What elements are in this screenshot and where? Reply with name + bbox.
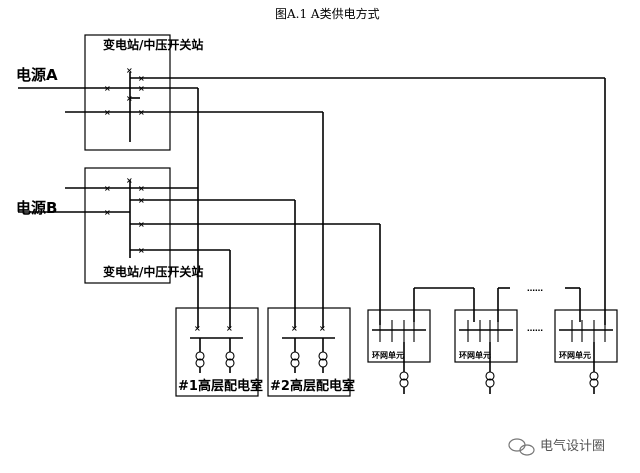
room-1: × × #1高层配电室 <box>175 307 263 397</box>
room-2-label: #2高层配电室 <box>270 378 355 394</box>
svg-text:×: × <box>104 108 111 117</box>
ring-unit-2: 环网单元 <box>454 309 518 394</box>
substation-bottom-wiring <box>18 180 380 258</box>
substation-top-wiring <box>18 72 605 142</box>
source-a-label: 电源A <box>16 66 58 84</box>
ellipsis-middle: …… <box>527 324 543 333</box>
substation-top-box <box>84 34 171 151</box>
ring-interconnects <box>413 287 581 322</box>
ring-unit-3: 环网单元 <box>554 309 618 394</box>
svg-text:×: × <box>291 324 298 333</box>
watermark: 电气设计圈 <box>508 438 605 456</box>
wechat-icon <box>508 438 535 456</box>
svg-text:×: × <box>138 84 145 93</box>
svg-text:×: × <box>126 176 133 185</box>
svg-text:×: × <box>138 246 145 255</box>
ring-unit-1: 环网单元 <box>367 309 431 394</box>
svg-text:×: × <box>126 94 133 103</box>
figure-caption: 图A.1 A类供电方式 <box>275 6 380 21</box>
svg-text:×: × <box>104 84 111 93</box>
ring-unit-3-label: 环网单元 <box>559 350 591 360</box>
svg-text:×: × <box>319 324 326 333</box>
svg-text:×: × <box>138 108 145 117</box>
substation-top-label: 变电站/中压开关站 <box>103 37 203 52</box>
svg-text:×: × <box>138 196 145 205</box>
ring-unit-2-label: 环网单元 <box>459 350 491 360</box>
substation-bottom-label: 变电站/中压开关站 <box>103 264 203 279</box>
room-2: × × #2高层配电室 <box>267 307 355 397</box>
substation-top-breakers: × × × × × × × <box>104 66 145 117</box>
svg-text:×: × <box>226 324 233 333</box>
svg-text:×: × <box>138 74 145 83</box>
watermark-text: 电气设计圈 <box>540 438 605 454</box>
svg-text:×: × <box>104 208 111 217</box>
ellipsis-top: …… <box>527 284 543 293</box>
svg-text:×: × <box>138 184 145 193</box>
substation-bottom-breakers: × × × × × × × <box>104 176 145 255</box>
substation-bottom-box <box>84 167 171 284</box>
svg-text:×: × <box>194 324 201 333</box>
feeder-lines <box>197 78 606 328</box>
svg-text:×: × <box>126 66 133 75</box>
room-1-label: #1高层配电室 <box>178 378 263 394</box>
source-b-label: 电源B <box>16 199 57 217</box>
svg-text:×: × <box>138 220 145 229</box>
ring-unit-1-label: 环网单元 <box>372 350 404 360</box>
svg-text:×: × <box>104 184 111 193</box>
